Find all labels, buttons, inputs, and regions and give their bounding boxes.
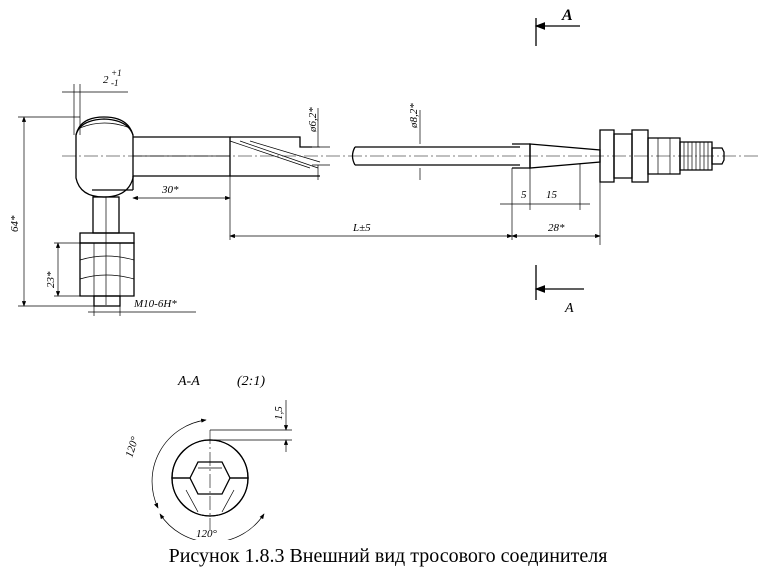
thread-label: M10-6H* <box>133 298 177 310</box>
right-fitting <box>512 129 725 183</box>
tol-base: 2 <box>103 74 109 86</box>
dia-82-label: ø8,2* <box>408 103 420 129</box>
section-view: A-A (2:1) 1,5 120° 120° <box>123 374 292 540</box>
dim-15-label: 15 <box>546 189 558 201</box>
dim-dia-62: ø6,2* <box>307 107 330 180</box>
section-label-top: A <box>561 7 573 24</box>
dim-23: 23* <box>45 242 80 297</box>
dim-23-label: 23* <box>45 271 57 288</box>
dim-L-label: L±5 <box>352 222 371 234</box>
dim-28-label: 28* <box>548 222 565 234</box>
section-title: A-A <box>177 374 200 389</box>
dim-L-28: L±5 28* <box>229 182 601 245</box>
figure-caption: Рисунок 1.8.3 Внешний вид тросового соед… <box>168 545 608 567</box>
section-label-bottom: A <box>564 301 574 316</box>
dim-5-label: 5 <box>521 189 527 201</box>
dim-tolerance: 2 +1 -1 <box>62 68 128 135</box>
dim-15-small-label: 1,5 <box>273 406 285 420</box>
dia-62-label: ø6,2* <box>307 107 319 133</box>
dim-thread: M10-6H* <box>88 298 196 316</box>
angle-120-bottom: 120° <box>196 528 218 540</box>
dim-dia-82: ø8,2* <box>408 103 421 180</box>
dim-30: 30* <box>132 176 231 240</box>
ball-joint-head <box>75 116 231 307</box>
dim-64-label: 64* <box>9 215 21 232</box>
tol-lower: -1 <box>111 78 119 88</box>
section-mark-bottom: A <box>534 265 584 316</box>
section-scale: (2:1) <box>237 374 265 389</box>
cable-connector-drawing: A A <box>9 7 760 540</box>
dim-30-label: 30* <box>161 184 179 196</box>
section-mark-top: A <box>534 7 580 46</box>
angle-120-left: 120° <box>123 435 141 459</box>
cable <box>229 136 520 177</box>
dim-64: 64* <box>9 116 94 307</box>
dim-5-15: 5 15 <box>500 164 590 240</box>
tol-upper: +1 <box>111 68 122 78</box>
